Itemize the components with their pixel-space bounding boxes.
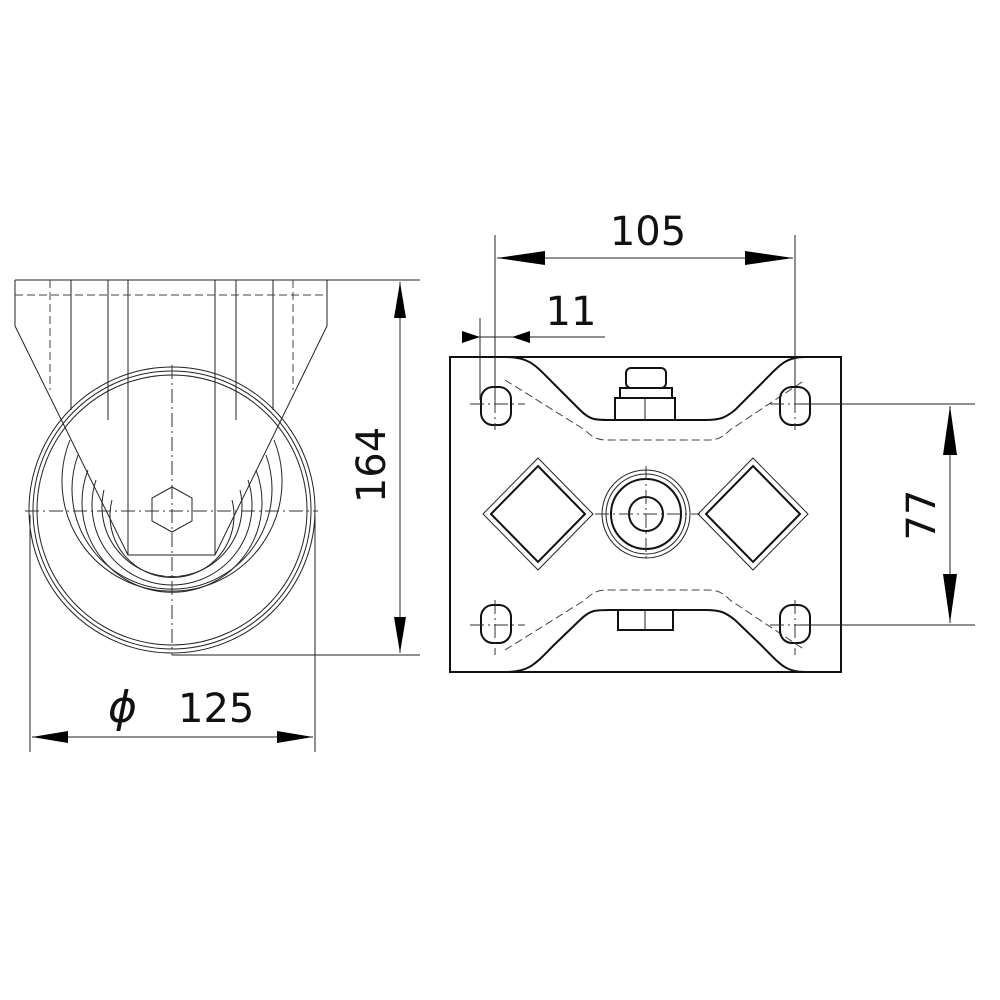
diamond-cutout-left	[489, 464, 587, 564]
fork-bottom-profile	[504, 609, 806, 673]
diameter-dimension-label: 125	[178, 686, 254, 732]
hole-offset-label: 11	[546, 289, 597, 335]
height-dimension: 164	[172, 279, 420, 656]
top-nut	[614, 367, 676, 421]
fork-bracket	[14, 279, 328, 556]
diamond-cutout-right	[704, 464, 802, 564]
center-boss	[595, 466, 700, 562]
diameter-symbol: ϕ	[108, 682, 137, 733]
mounting-hole	[480, 386, 512, 426]
mounting-plate	[449, 356, 842, 673]
height-dimension-label: 164	[349, 427, 395, 503]
plate-view: 105 11 77	[449, 209, 975, 673]
side-view: 164 ϕ 125	[14, 279, 420, 752]
hole-spacing-x-dimension: 105	[494, 209, 796, 400]
bottom-nut	[617, 609, 674, 631]
hole-spacing-y-dimension: 77	[800, 403, 975, 626]
hole-offset-dimension: 11	[462, 289, 605, 400]
hole-spacing-y-label: 77	[899, 490, 945, 541]
mounting-hole	[480, 604, 512, 644]
diameter-dimension: ϕ 125	[29, 515, 316, 752]
axle-hex-nut	[151, 486, 193, 533]
hole-spacing-x-label: 105	[610, 209, 686, 255]
